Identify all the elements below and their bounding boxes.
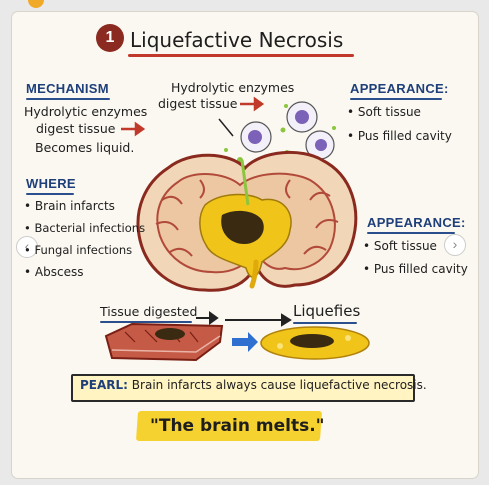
immune-cells-icon	[240, 101, 335, 160]
mechanism-line-2: digest tissue	[36, 121, 116, 136]
small-arrow-icon	[196, 311, 219, 325]
appearance-top-underline	[350, 98, 442, 100]
mechanism-line-1: Hydrolytic enzymes	[24, 104, 148, 119]
pearl-box	[71, 374, 415, 402]
enzymes-label-line-1: Hydrolytic enzymes	[171, 80, 295, 95]
title-number-badge: 1	[96, 24, 124, 52]
next-arrow-icon[interactable]: ›	[444, 234, 466, 256]
mechanism-line-3: Becomes liquid.	[35, 140, 135, 155]
liquefied-puddle-icon	[260, 326, 370, 360]
appearance-top-item: • Soft tissue	[347, 105, 421, 119]
where-item: • Fungal infections	[24, 243, 133, 257]
liquefies-label: Liquefies	[293, 302, 361, 320]
mechanism-underline	[26, 98, 110, 100]
tissue-block-icon	[104, 322, 224, 362]
where-heading: WHERE	[26, 176, 76, 191]
prev-arrow-icon[interactable]: ‹	[16, 236, 38, 258]
appearance-top-item: • Pus filled cavity	[347, 129, 452, 143]
where-item: • Abscess	[24, 265, 84, 279]
pearl-text: PEARL: Brain infarcts always cause lique…	[80, 378, 427, 392]
appearance-right-item: • Soft tissue	[363, 239, 437, 253]
title-underline	[128, 54, 354, 57]
where-item: • Bacterial infections	[24, 221, 146, 235]
pointer-arrow-icon	[218, 118, 234, 137]
quote-text: "The brain melts."	[150, 416, 325, 436]
tissue-digested-label: Tissue digested	[100, 304, 198, 319]
brain-slice-icon	[136, 150, 358, 292]
pearl-label: PEARL:	[80, 378, 128, 392]
tissue-digested-underline	[100, 321, 192, 323]
arrow-enzymes-icon	[240, 96, 265, 112]
status-dot	[28, 0, 44, 8]
long-arrow-icon	[225, 313, 292, 327]
appearance-right-item: • Pus filled cavity	[363, 262, 468, 276]
blue-arrow-icon	[232, 332, 258, 352]
mechanism-heading: MECHANISM	[26, 81, 109, 96]
where-underline	[26, 193, 74, 195]
appearance-top-heading: APPEARANCE:	[350, 81, 449, 96]
arrow-mechanism-icon	[121, 121, 146, 137]
liquefies-underline	[293, 322, 357, 324]
page-title: Liquefactive Necrosis	[130, 28, 344, 52]
where-item: • Brain infarcts	[24, 199, 115, 213]
appearance-right-heading: APPEARANCE:	[367, 215, 466, 230]
pearl-body: Brain infarcts always cause liquefactive…	[131, 378, 427, 392]
appearance-right-underline	[367, 232, 455, 234]
enzymes-label-line-2: digest tissue	[158, 96, 238, 111]
